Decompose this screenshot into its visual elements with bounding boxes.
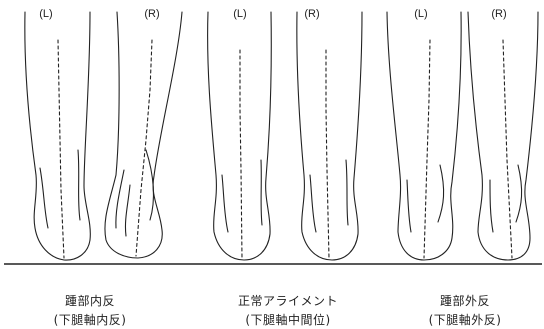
leg-valgus-left (387, 12, 461, 260)
caption-valgus: 踵部外反 (下腿軸外反) (385, 293, 544, 328)
label-neutral-right: (R) (297, 8, 327, 20)
caption-valgus-subtitle: (下腿軸外反) (385, 312, 544, 328)
caption-varus-title: 踵部内反 (10, 293, 170, 309)
caption-varus: 踵部内反 (下腿軸内反) (10, 293, 170, 328)
caption-neutral-title: 正常アライメント (208, 293, 368, 309)
label-neutral-left: (L) (225, 8, 255, 20)
label-varus-right: (R) (137, 8, 167, 20)
caption-valgus-title: 踵部外反 (385, 293, 544, 309)
caption-varus-subtitle: (下腿軸内反) (10, 312, 170, 328)
leg-valgus-right (468, 12, 538, 260)
leg-neutral-left (208, 12, 272, 260)
leg-neutral-right (297, 12, 362, 260)
caption-neutral: 正常アライメント (下腿軸中間位) (208, 293, 368, 328)
label-varus-left: (L) (31, 8, 61, 20)
leg-varus-left (25, 12, 91, 260)
label-valgus-left: (L) (406, 8, 436, 20)
caption-neutral-subtitle: (下腿軸中間位) (208, 312, 368, 328)
label-valgus-right: (R) (484, 8, 514, 20)
leg-varus-right (105, 12, 182, 258)
